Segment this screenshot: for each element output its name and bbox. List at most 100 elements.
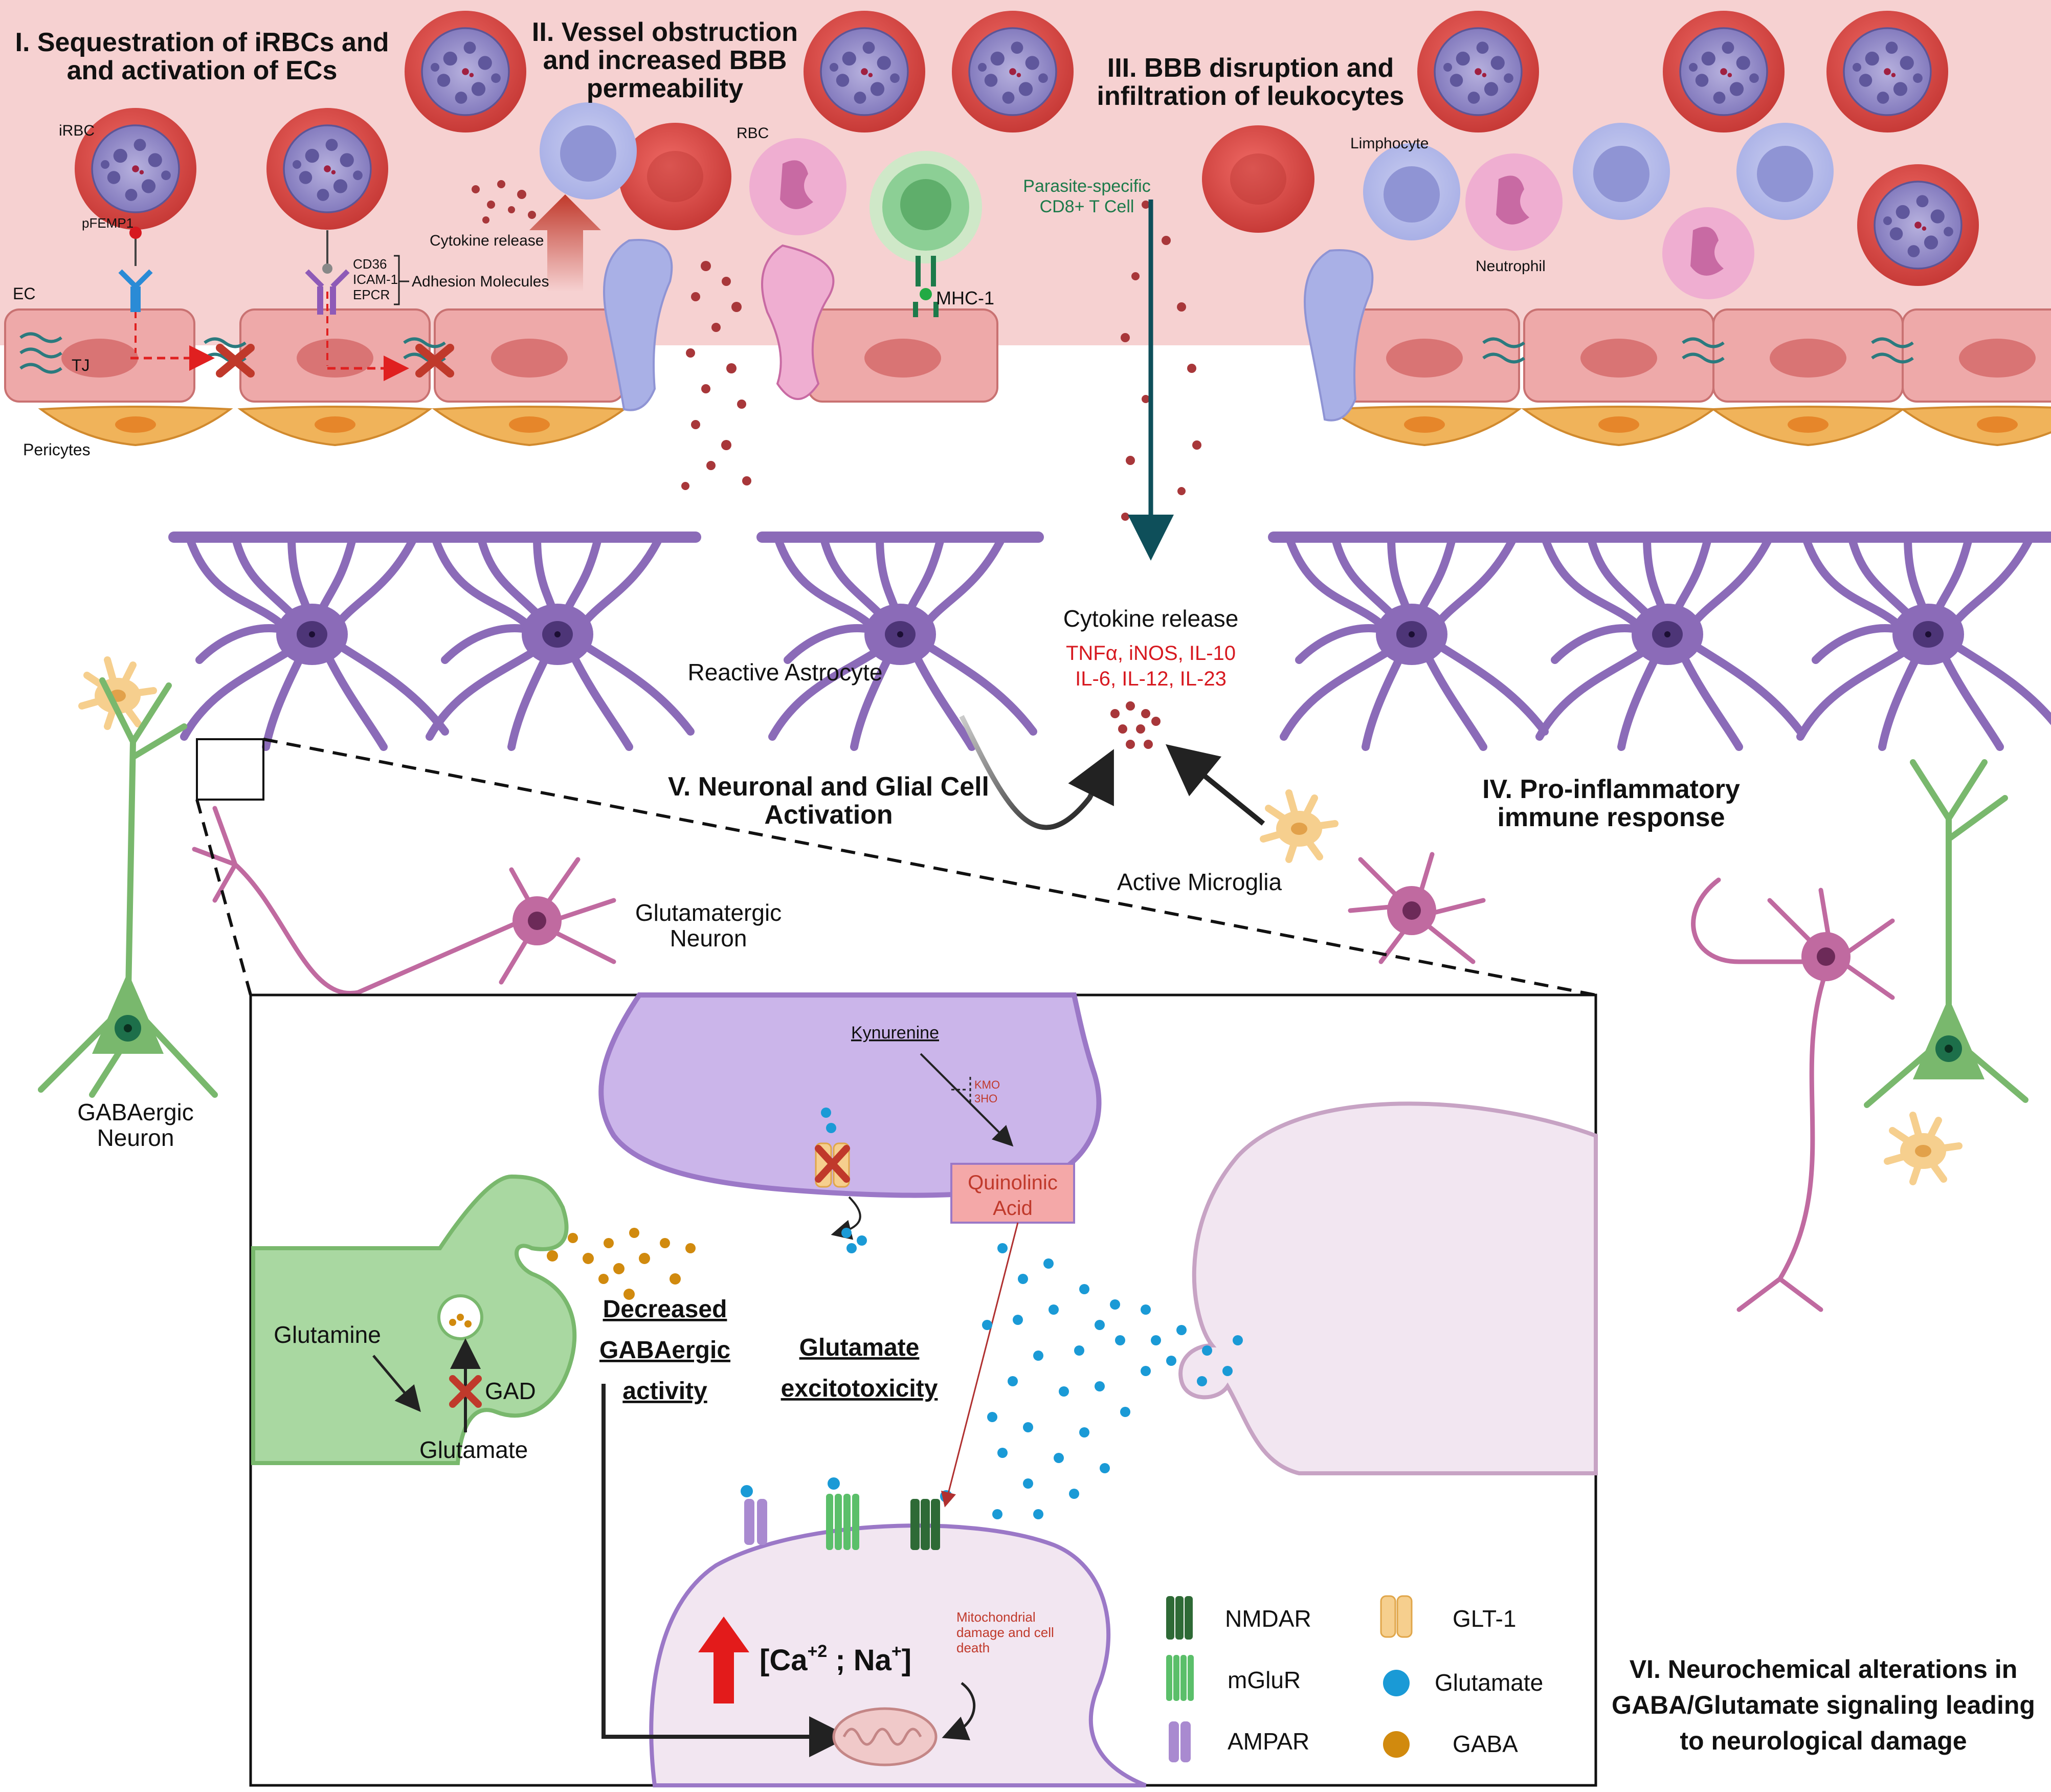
adhesion-molecules-label: Adhesion Molecules bbox=[412, 273, 549, 290]
cd8-label-1: Parasite-specific bbox=[1023, 176, 1150, 196]
gabaergic-terminal bbox=[251, 1174, 577, 1465]
stage3-title-1: III. BBB disruption and bbox=[1107, 53, 1394, 83]
ion-na-charge: + bbox=[891, 1642, 902, 1661]
kmo-dash bbox=[951, 1077, 971, 1105]
kynurenine-label: Kynurenine bbox=[851, 1023, 939, 1043]
ion-end: ] bbox=[902, 1644, 911, 1677]
gabaergic-label-2: Neuron bbox=[97, 1124, 174, 1151]
glutamate-label: Glutamate bbox=[419, 1436, 528, 1463]
quinolinic-label-2: Acid bbox=[993, 1197, 1033, 1220]
ec-label: EC bbox=[13, 284, 35, 303]
stage4-title-1: IV. Pro-inflammatory bbox=[1482, 775, 1740, 804]
gabaergic-to-mito-arrow bbox=[601, 1384, 850, 1757]
stage5-title-1: V. Neuronal and Glial Cell bbox=[668, 772, 989, 802]
stage-labels: I. Sequestration of iRBCs and and activa… bbox=[15, 17, 2035, 1755]
stage1-title-2: and activation of ECs bbox=[67, 56, 338, 85]
pfemp1-label: pFEMP1 bbox=[82, 215, 133, 231]
legend-icons bbox=[1166, 1595, 1413, 1762]
legend-glt1: GLT-1 bbox=[1453, 1605, 1516, 1632]
kynurenine-arrow bbox=[920, 1053, 1014, 1147]
inset-labels: Kynurenine KMO 3HO Quinolinic Acid Gluta… bbox=[274, 1023, 1058, 1677]
gabaergic-somas bbox=[92, 972, 1985, 1079]
cd8-t-cell bbox=[870, 151, 982, 317]
mito-label-1: Mitochondrial bbox=[956, 1609, 1036, 1625]
cytokine-list-2: IL-6, IL-12, IL-23 bbox=[1075, 668, 1227, 690]
glutamatergic-neurons bbox=[192, 806, 1895, 1312]
cytokine-up-arrow bbox=[529, 194, 601, 292]
stage6-title-3: to neurological damage bbox=[1680, 1727, 1967, 1755]
rbc-label: RBC bbox=[737, 125, 769, 142]
epcr-label: EPCR bbox=[353, 287, 390, 302]
active-microglia-label: Active Microglia bbox=[1117, 869, 1282, 895]
pericytes-label: Pericytes bbox=[23, 440, 91, 459]
ion-ca: [Ca bbox=[760, 1644, 808, 1677]
legend-nmdar: NMDAR bbox=[1225, 1605, 1311, 1632]
ion-increase-arrow bbox=[698, 1617, 749, 1703]
postsynaptic-bottom bbox=[649, 1523, 1147, 1787]
limphocyte-label: Limphocyte bbox=[1350, 135, 1429, 152]
cytokine-release-small-label: Cytokine release bbox=[430, 232, 544, 249]
excito-label-2: excitotoxicity bbox=[781, 1375, 938, 1402]
glutamatergic-label-1: Glutamatergic bbox=[635, 899, 782, 926]
stage3-title-2: infiltration of leukocytes bbox=[1097, 81, 1405, 111]
ion-ca-charge: +2 bbox=[807, 1642, 827, 1661]
decreased-label-1: Decreased bbox=[603, 1296, 727, 1323]
stage2-title-3: permeability bbox=[587, 74, 743, 103]
cytokine-release-label: Cytokine release bbox=[1063, 605, 1239, 632]
decreased-label-3: activity bbox=[622, 1378, 707, 1405]
mito-label-2: damage and cell bbox=[956, 1625, 1054, 1640]
ion-concentration-label: [Ca+2 ; Na+] bbox=[760, 1642, 911, 1677]
lymphocytes bbox=[540, 102, 1834, 240]
glutamatergic-label-2: Neuron bbox=[670, 925, 747, 952]
stage2-title-1: II. Vessel obstruction bbox=[532, 17, 798, 47]
white-gap bbox=[670, 345, 1335, 514]
ion-na: ; Na bbox=[827, 1644, 891, 1677]
gabaergic-neurons bbox=[38, 677, 2028, 1108]
legend-glutamate: Glutamate bbox=[1435, 1669, 1543, 1696]
stage5-title-2: Activation bbox=[764, 800, 893, 830]
adhesion-bracket bbox=[394, 255, 409, 305]
glutamatergic-somas bbox=[512, 886, 1851, 981]
microglia-activation-arrow bbox=[1165, 744, 1265, 826]
astrocyte-activation-arrow bbox=[959, 715, 1114, 830]
legend-mglur: mGluR bbox=[1228, 1667, 1301, 1693]
zoom-lines bbox=[195, 738, 1596, 997]
stage6-title-1: VI. Neurochemical alterations in bbox=[1630, 1655, 2018, 1684]
mitochondrion bbox=[832, 1707, 938, 1766]
glutamine-label: Glutamine bbox=[274, 1321, 381, 1348]
mito-label-3: death bbox=[956, 1640, 990, 1655]
quinolinic-acid-box bbox=[950, 1163, 1075, 1224]
decreased-label-2: GABAergic bbox=[599, 1337, 730, 1364]
stage4-title-2: immune response bbox=[1497, 803, 1725, 832]
rbc-cells bbox=[619, 123, 1314, 233]
zoom-source-box bbox=[196, 738, 264, 801]
transmigrating-leukocytes bbox=[603, 239, 1374, 422]
stage2-title-2: and increased BBB bbox=[543, 46, 787, 75]
legend-ampar: AMPAR bbox=[1228, 1728, 1309, 1755]
icam1-label: ICAM-1 bbox=[353, 272, 398, 287]
quinolinic-label-1: Quinolinic bbox=[968, 1171, 1058, 1194]
pfemp1-receptors bbox=[118, 227, 350, 315]
legend-labels: NMDAR mGluR AMPAR GLT-1 Glutamate GABA bbox=[1225, 1605, 1543, 1757]
brain-labels: Reactive Astrocyte Cytokine release TNFα… bbox=[77, 605, 1282, 1151]
vesicle-gaba-dots bbox=[449, 1314, 472, 1328]
cd8-label-2: CD8+ T Cell bbox=[1040, 197, 1134, 216]
stage1-title-1: I. Sequestration of iRBCs and bbox=[15, 28, 389, 57]
mhc1-label: MHC-1 bbox=[936, 287, 994, 308]
gad-label: GAD bbox=[485, 1378, 536, 1404]
gabaergic-label-1: GABAergic bbox=[77, 1099, 194, 1125]
excito-label-1: Glutamate bbox=[799, 1334, 920, 1361]
postsynaptic-right-terminal bbox=[1178, 1101, 1598, 1475]
released-gaba-dots bbox=[547, 1228, 696, 1300]
tj-disruption-marks bbox=[130, 286, 454, 381]
vessel-labels: iRBC pFEMP1 EC TJ Pericytes CD36 ICAM-1 … bbox=[13, 122, 1546, 459]
tight-junctions bbox=[19, 332, 1914, 374]
neutrophils bbox=[749, 138, 1754, 400]
legend-gaba: GABA bbox=[1453, 1731, 1518, 1757]
quinolinic-to-nmdar-arrow bbox=[941, 1222, 1019, 1508]
cytokine-particles bbox=[472, 180, 1201, 521]
tj-label: TJ bbox=[72, 356, 90, 374]
irbc-label: iRBC bbox=[59, 122, 95, 139]
cytokine-cluster bbox=[1110, 701, 1161, 749]
